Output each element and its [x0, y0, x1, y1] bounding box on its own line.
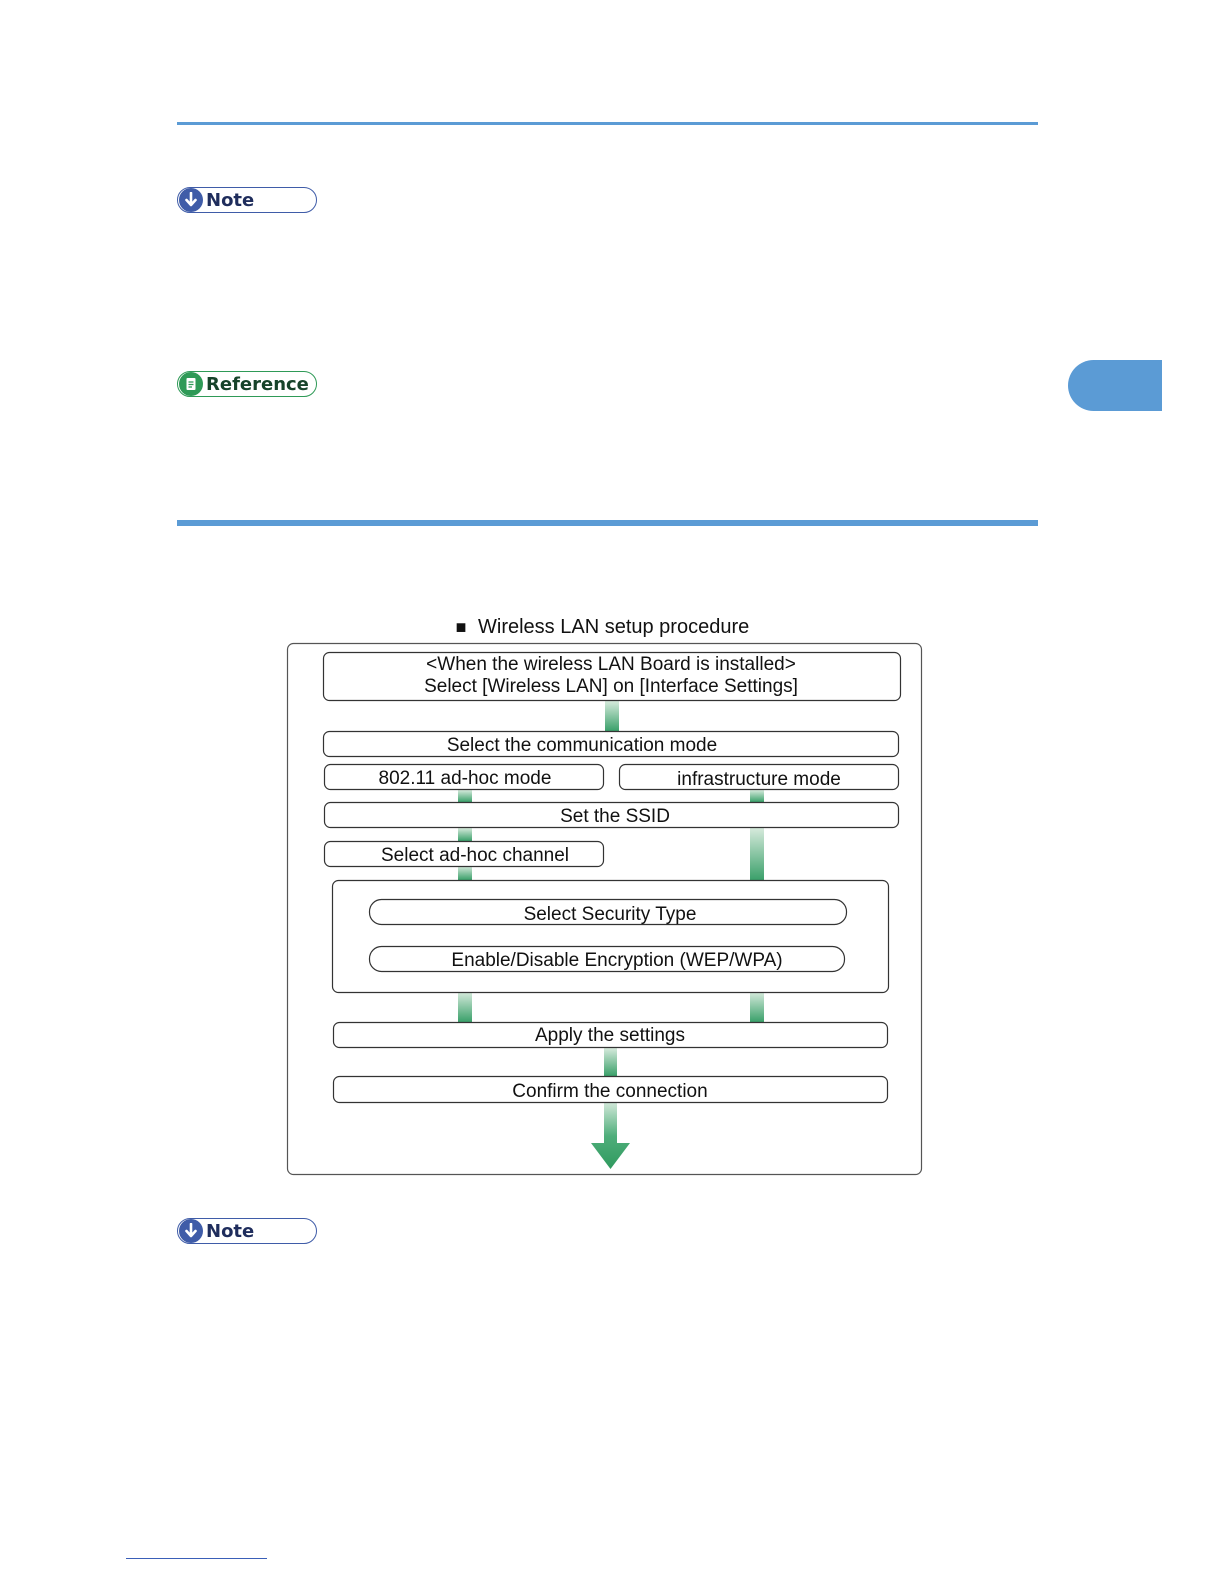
arrow-down-icon: [179, 1219, 203, 1243]
step-ssid: Set the SSID: [560, 806, 670, 827]
step-security-type-box: [368, 898, 848, 926]
step-comm-mode-box: [322, 730, 900, 758]
step-install-line2: Select [Wireless LAN] on [Interface Sett…: [424, 676, 798, 697]
document-icon: [179, 372, 203, 396]
connector-ssid-to-security-right: [750, 828, 764, 880]
step-apply: Apply the settings: [535, 1025, 685, 1046]
step-install-box: [322, 651, 902, 702]
section-rule-top: [177, 122, 1038, 125]
reference-badge: Reference: [177, 371, 317, 397]
step-adhoc-channel-box: [323, 840, 605, 868]
step-infra-mode-box: [618, 763, 900, 791]
arrow-down-icon: [179, 188, 203, 212]
note-badge: Note: [177, 187, 317, 213]
note-label-2: Note: [206, 1220, 255, 1242]
connector-security-to-apply-left: [458, 992, 472, 1022]
step-apply-box: [332, 1021, 889, 1049]
footer-link-underline: [126, 1558, 267, 1559]
step-adhoc-mode-box: [323, 763, 605, 791]
step-confirm: Confirm the connection: [512, 1081, 707, 1102]
step-infra-mode: infrastructure mode: [677, 769, 841, 790]
connector-security-to-apply-right: [750, 992, 764, 1022]
note-label: Note: [206, 189, 255, 211]
section-rule-mid: [177, 520, 1038, 526]
step-install-line1: <When the wireless LAN Board is installe…: [426, 654, 796, 675]
connector-channel-to-security: [458, 866, 472, 880]
connector-apply-to-confirm: [604, 1048, 617, 1076]
note-badge-2: Note: [177, 1218, 317, 1244]
figure-title: Wireless LAN setup procedure: [478, 616, 749, 638]
security-group-box: [331, 879, 890, 994]
step-adhoc-mode: 802.11 ad-hoc mode: [379, 768, 552, 789]
step-comm-mode: Select the communication mode: [447, 735, 717, 756]
connector-ssid-to-channel: [458, 828, 472, 841]
connector-adhoc-to-ssid: [458, 790, 472, 802]
chapter-tab: [1068, 360, 1162, 411]
step-security-type: Select Security Type: [524, 904, 697, 925]
step-encryption-box: [368, 945, 846, 973]
figure-frame: [286, 642, 923, 1176]
down-arrow-icon: [591, 1103, 630, 1169]
step-encryption: Enable/Disable Encryption (WEP/WPA): [451, 950, 782, 971]
step-ssid-box: [323, 801, 900, 829]
step-confirm-box: [332, 1075, 889, 1104]
figure-title-bullet: ■: [456, 617, 467, 637]
step-adhoc-channel: Select ad-hoc channel: [381, 845, 569, 866]
reference-label: Reference: [206, 373, 309, 395]
connector-install-to-mode: [605, 701, 619, 731]
connector-infra-to-ssid: [750, 790, 764, 802]
